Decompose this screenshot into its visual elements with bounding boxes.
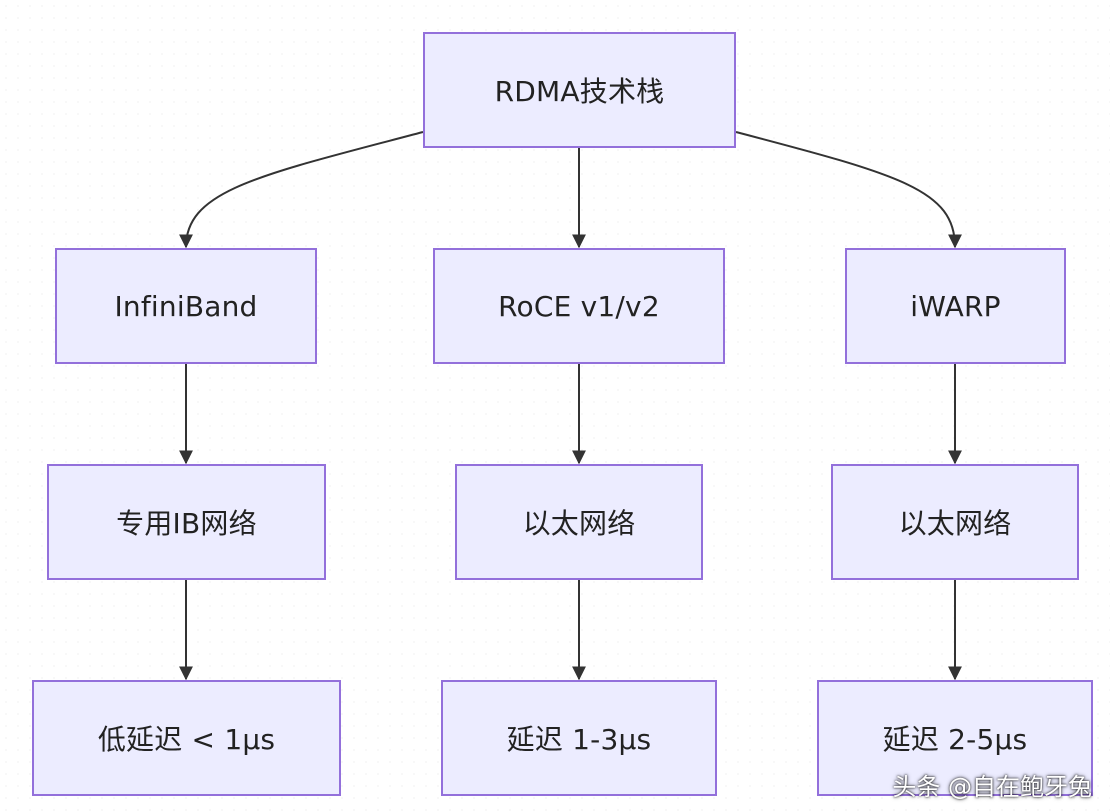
node-ib-network: 专用IB网络 xyxy=(47,464,326,580)
edge-root-to-iwarp xyxy=(735,131,962,249)
node-rdma-stack: RDMA技术栈 xyxy=(423,32,736,148)
node-infiniband-label: InfiniBand xyxy=(114,289,258,323)
edge-root-to-infiniband xyxy=(179,131,424,249)
node-iwarp-ethernet-label: 以太网络 xyxy=(898,507,1012,540)
node-iwarp-ethernet: 以太网络 xyxy=(831,464,1079,580)
node-iwarp-latency: 延迟 2-5μs xyxy=(817,680,1093,796)
node-roce-ethernet: 以太网络 xyxy=(455,464,703,580)
node-iwarp: iWARP xyxy=(845,248,1066,364)
node-roce: RoCE v1/v2 xyxy=(433,248,725,364)
node-ib-latency-label: 低延迟 < 1μs xyxy=(97,723,276,756)
node-roce-latency-label: 延迟 1-3μs xyxy=(506,723,652,756)
node-ib-latency: 低延迟 < 1μs xyxy=(32,680,341,796)
node-rdma-stack-label: RDMA技术栈 xyxy=(494,75,665,108)
node-infiniband: InfiniBand xyxy=(55,248,317,364)
node-ib-network-label: 专用IB网络 xyxy=(116,507,257,540)
node-roce-label: RoCE v1/v2 xyxy=(498,289,660,323)
node-roce-latency: 延迟 1-3μs xyxy=(441,680,717,796)
node-iwarp-latency-label: 延迟 2-5μs xyxy=(882,723,1028,756)
node-roce-ethernet-label: 以太网络 xyxy=(522,507,636,540)
node-iwarp-label: iWARP xyxy=(910,289,1001,323)
watermark-text: 头条 @自在鲍牙兔 xyxy=(892,773,1092,801)
